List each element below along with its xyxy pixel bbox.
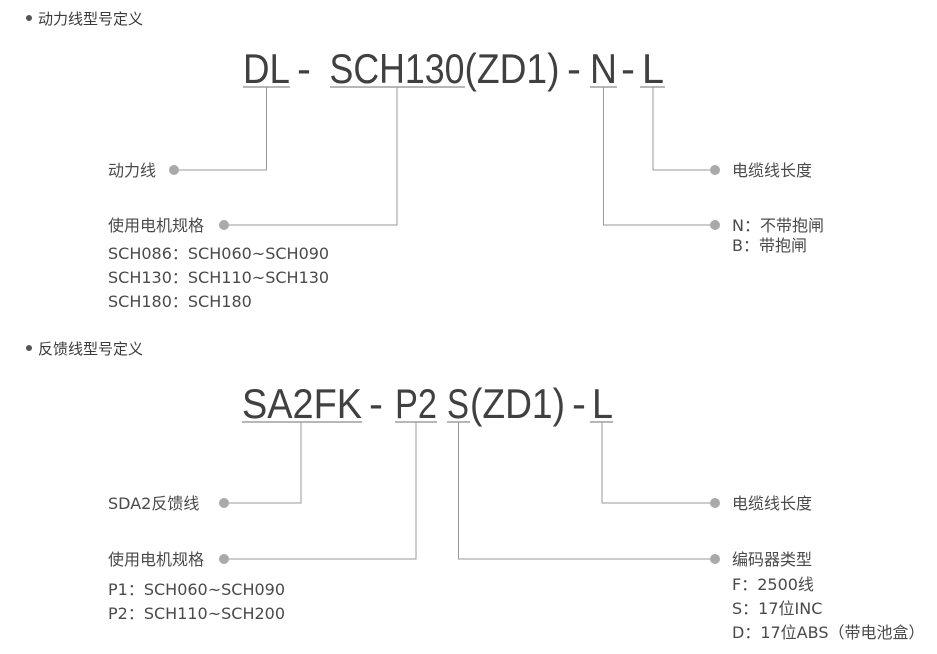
connector-dot <box>710 220 720 230</box>
power-cable-section: 动力线型号定义 DL - SCH130 (ZD1) - N - L <box>26 10 824 311</box>
connector-dot <box>710 165 720 175</box>
leader-motor <box>229 87 398 226</box>
motor-spec-item: P1：SCH060~SCH090 <box>108 580 285 599</box>
label-encoder-type: 编码器类型 <box>732 550 812 569</box>
code-segment-cable: SA2FK <box>242 380 362 427</box>
label-motor-spec: 使用电机规格 <box>108 216 204 235</box>
motor-spec-item: SCH180：SCH180 <box>108 292 252 311</box>
label-cable: 动力线 <box>108 161 156 180</box>
code-segment-motor: P2 <box>395 380 437 427</box>
callout-labels: SDA2反馈线 使用电机规格 P1：SCH060~SCH090 P2：SCH11… <box>108 494 924 642</box>
encoder-item: F：2500线 <box>732 575 814 594</box>
label-cable: SDA2反馈线 <box>108 494 199 513</box>
label-motor-spec: 使用电机规格 <box>108 550 204 569</box>
section-bullet <box>26 345 32 351</box>
leader-length <box>601 422 710 504</box>
connector-dot <box>710 498 720 508</box>
connector-dot <box>219 220 229 230</box>
leader-lines <box>219 422 720 564</box>
leader-lines <box>169 87 720 230</box>
label-cable-length: 电缆线长度 <box>732 161 812 180</box>
code-segment-length: L <box>642 45 664 92</box>
model-code: SA2FK - P2 S (ZD1) - L <box>242 380 613 427</box>
code-segment-motor: SCH130 <box>330 45 465 92</box>
code-dash: - <box>297 45 311 92</box>
motor-spec-item: SCH130：SCH110~SCH130 <box>108 268 329 287</box>
code-dash: - <box>621 45 635 92</box>
encoder-item: D：17位ABS（带电池盒） <box>732 623 924 642</box>
encoder-item: S：17位INC <box>732 599 822 618</box>
code-segment-length: L <box>592 380 613 427</box>
label-cable-length: 电缆线长度 <box>732 494 812 513</box>
code-dash: - <box>572 380 586 427</box>
callout-labels: 动力线 使用电机规格 SCH086：SCH060~SCH090 SCH130：S… <box>108 161 824 311</box>
code-segment-cable: DL <box>243 45 290 92</box>
code-segment-variant: (ZD1) <box>465 45 560 92</box>
leader-brake <box>603 87 710 226</box>
leader-cable <box>229 422 302 504</box>
connector-dot <box>710 554 720 564</box>
feedback-cable-section: 反馈线型号定义 SA2FK - P2 S (ZD1) - L <box>26 340 924 642</box>
code-dash: - <box>369 380 383 427</box>
leader-motor <box>229 422 417 560</box>
motor-spec-item: P2：SCH110~SCH200 <box>108 604 285 623</box>
model-code: DL - SCH130 (ZD1) - N - L <box>243 45 664 92</box>
section-title: 动力线型号定义 <box>38 10 143 28</box>
section-title: 反馈线型号定义 <box>38 340 143 358</box>
leader-length <box>652 87 710 171</box>
brake-item: N：不带抱闸 <box>732 216 824 235</box>
motor-spec-item: SCH086：SCH060~SCH090 <box>108 244 329 263</box>
leader-cable <box>179 87 267 171</box>
connector-dot <box>219 554 229 564</box>
leader-encoder <box>458 422 710 560</box>
connector-dot <box>219 498 229 508</box>
connector-dot <box>169 165 179 175</box>
code-dash: - <box>567 45 581 92</box>
section-bullet <box>26 15 32 21</box>
brake-item: B：带抱闸 <box>732 236 807 255</box>
code-segment-variant: (ZD1) <box>470 380 565 427</box>
code-segment-brake: N <box>590 45 617 92</box>
code-segment-encoder: S <box>447 380 469 427</box>
